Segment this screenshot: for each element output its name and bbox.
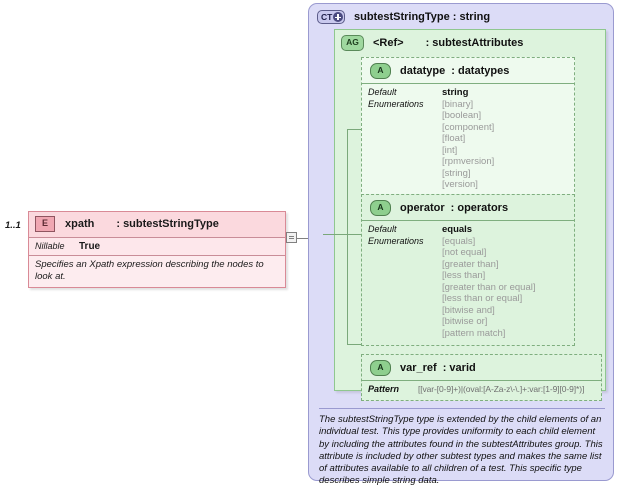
enum-item: [int]: [442, 144, 458, 156]
pattern-label: Pattern: [368, 384, 400, 394]
element-type: : subtestStringType: [116, 218, 219, 230]
attribute-operator[interactable]: A operator : operators Default Enumerati…: [361, 194, 575, 346]
attribute-group-header: AG <Ref> : subtestAttributes: [335, 30, 605, 51]
xpath-element-box[interactable]: E xpath : subtestStringType Nillable Tru…: [28, 211, 286, 288]
attribute-var-ref-name: var_ref: [400, 362, 437, 374]
enum-item: [less than]: [442, 270, 486, 281]
attribute-icon: A: [370, 200, 391, 216]
facet-label-default: Default: [368, 87, 397, 97]
enum-item: [pattern match]: [442, 327, 506, 339]
attribute-datatype[interactable]: A datatype : datatypes Default Enumerati…: [361, 57, 575, 197]
pattern-value: [[var-[0-9]+)|(oval:[A-Za-z\-\.]+:var:[1…: [418, 384, 585, 394]
enum-item: [not equal]: [442, 247, 487, 258]
facet-default-value: equals: [442, 224, 473, 235]
enum-item: [string]: [442, 167, 471, 179]
nillable-facet-row: Nillable True: [29, 237, 285, 255]
enum-item: [greater than or equal]: [442, 281, 536, 293]
enum-item: [boolean]: [442, 110, 482, 121]
element-name: xpath: [65, 218, 95, 230]
element-icon: E: [35, 216, 55, 232]
enum-item: [component]: [442, 121, 495, 133]
type-expand-toggle[interactable]: [286, 232, 297, 243]
attribute-group-type: : subtestAttributes: [425, 37, 524, 49]
complextype-documentation: The subtestStringType type is extended b…: [319, 408, 605, 488]
attribute-var-ref-header: A var_ref : varid: [362, 355, 601, 380]
tree-branch-varref: [347, 344, 361, 345]
facet-label-column: Default Enumerations: [368, 87, 442, 191]
xpath-element-header: E xpath : subtestStringType: [29, 212, 285, 237]
attribute-operator-header: A operator : operators: [362, 195, 574, 220]
attribute-operator-facets: Default Enumerations equals [equals] [no…: [362, 220, 574, 343]
connector-line-right: [297, 238, 308, 239]
enum-item: [bitwise or]: [442, 316, 488, 327]
attribute-icon: A: [370, 63, 391, 79]
expand-plus-icon[interactable]: [333, 12, 343, 22]
complextype-header: CT subtestStringType : string: [309, 4, 613, 24]
nillable-value: True: [79, 241, 101, 252]
facet-value-column: equals [equals] [not equal] [greater tha…: [442, 224, 570, 339]
complextype-container[interactable]: CT subtestStringType : string AG <Ref> :…: [308, 3, 614, 486]
attribute-datatype-facets: Default Enumerations string [binary] [bo…: [362, 83, 574, 195]
enum-item: [version]: [442, 179, 478, 190]
tree-inlet-line: [323, 234, 347, 235]
facet-label-column: Default Enumerations: [368, 224, 442, 339]
attribute-group-icon: AG: [341, 35, 364, 51]
attribute-operator-name: operator: [400, 202, 445, 214]
enum-item: [bitwise and]: [442, 304, 495, 316]
enum-item: [binary]: [442, 98, 474, 110]
facet-value-column: string [binary] [boolean] [component] [f…: [442, 87, 570, 191]
tree-branch-operator: [347, 234, 361, 235]
attribute-icon: A: [370, 360, 391, 376]
attribute-var-ref-type: : varid: [442, 362, 476, 374]
attribute-group-ref: <Ref>: [373, 37, 404, 49]
attribute-group-box[interactable]: AG <Ref> : subtestAttributes A datatype …: [323, 29, 606, 401]
attribute-operator-type: : operators: [450, 202, 509, 214]
facet-label-enumerations: Enumerations: [368, 98, 424, 109]
complextype-icon-label: CT: [321, 12, 333, 22]
enum-item: [equals]: [442, 235, 476, 247]
element-documentation: Specifies an Xpath expression describing…: [29, 255, 285, 287]
complextype-title: subtestStringType : string: [354, 11, 491, 23]
facet-label-enumerations: Enumerations: [368, 235, 424, 246]
tree-branch-datatype: [347, 129, 361, 130]
attribute-var-ref-pattern-row: Pattern [[var-[0-9]+)|(oval:[A-Za-z\-\.]…: [362, 380, 601, 397]
enum-item: [float]: [442, 133, 466, 144]
facet-label-default: Default: [368, 224, 397, 234]
attribute-datatype-name: datatype: [400, 65, 446, 77]
attribute-datatype-type: : datatypes: [451, 65, 510, 77]
attribute-var-ref[interactable]: A var_ref : varid Pattern [[var-[0-9]+)|…: [361, 354, 602, 401]
facet-default-value: string: [442, 87, 469, 98]
enum-item: [greater than]: [442, 258, 499, 270]
complextype-icon[interactable]: CT: [317, 10, 345, 24]
attribute-datatype-header: A datatype : datatypes: [362, 58, 574, 83]
element-multiplicity: 1..1: [5, 220, 21, 231]
nillable-label: Nillable: [35, 241, 65, 251]
enum-item: [less than or equal]: [442, 293, 523, 304]
tree-trunk-line: [347, 129, 348, 344]
enum-item: [rpmversion]: [442, 156, 495, 167]
